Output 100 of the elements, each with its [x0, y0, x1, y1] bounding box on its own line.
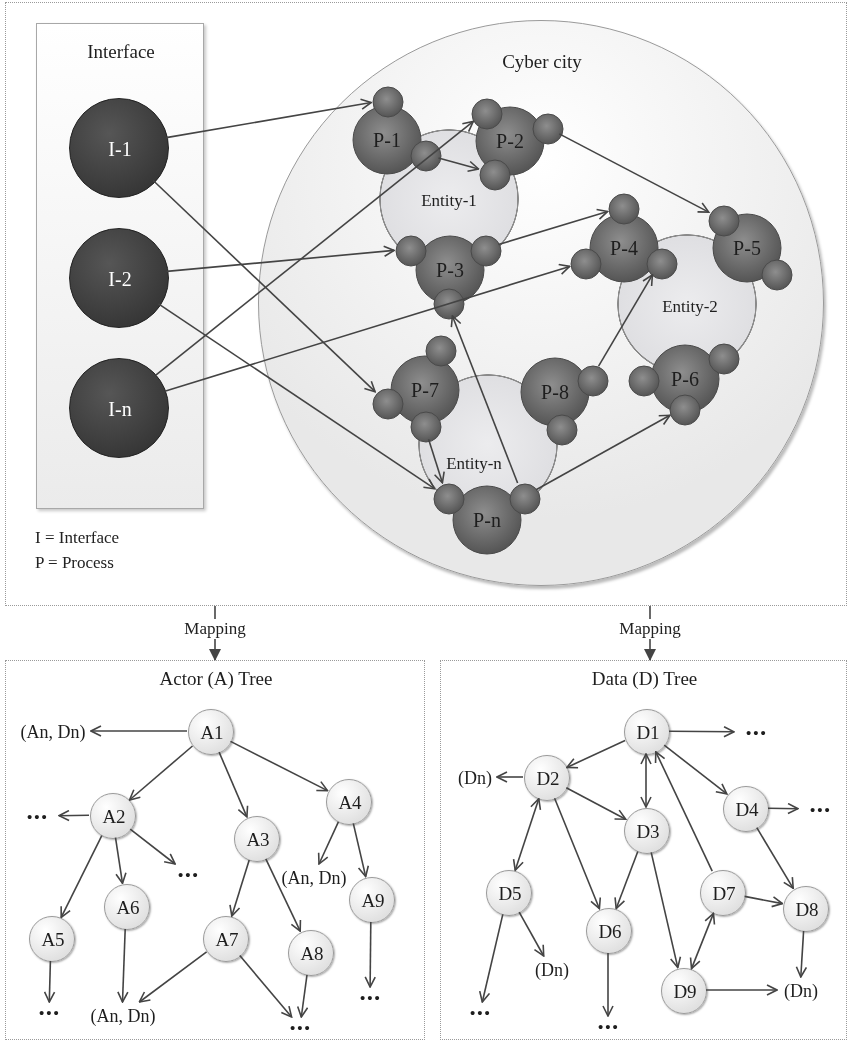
edge-label: Mapping [181, 619, 249, 639]
node-label: A7 [215, 929, 239, 951]
node-label: D1 [636, 722, 660, 744]
node-label: A4 [338, 792, 362, 814]
arrow [229, 859, 250, 917]
arrow [114, 836, 127, 885]
node-label: I-n [108, 397, 132, 421]
node-label: P-7 [411, 378, 439, 402]
tree-panel [5, 660, 425, 1040]
arrow [117, 928, 129, 1003]
arrow [155, 120, 475, 376]
ellipsis-mark: ••• [461, 1005, 501, 1021]
node-label: P-5 [733, 236, 761, 260]
arrow [239, 954, 293, 1018]
interface-panel [36, 23, 204, 509]
tree-panel [440, 660, 847, 1040]
panel-title: Actor (A) Tree [159, 668, 273, 690]
node-label: P-n [473, 508, 501, 532]
arrow [265, 858, 302, 932]
ellipsis-mark: ••• [737, 725, 777, 741]
arrow [705, 984, 778, 996]
leaf-text: (An, Dn) [86, 1005, 160, 1027]
arrow [756, 826, 794, 890]
node-label: I-1 [108, 137, 132, 161]
ellipsis-mark: ••• [281, 1020, 321, 1036]
leaf-text: (Dn) [454, 767, 496, 789]
arrow [450, 315, 519, 484]
arrow [478, 913, 504, 1003]
arrow [668, 725, 735, 738]
arrow [165, 98, 372, 139]
arrow [565, 787, 627, 820]
arrow [218, 751, 249, 818]
node-label: A1 [200, 722, 224, 744]
arrow [512, 798, 542, 871]
tree-node-circle [624, 808, 670, 854]
leaf-text: (Dn) [531, 959, 573, 981]
node-label: D9 [673, 981, 697, 1003]
node-label: D6 [598, 921, 622, 943]
arrow [518, 911, 545, 957]
arrow [689, 912, 716, 970]
legend-text: P = Process [35, 553, 114, 573]
arrow [164, 263, 571, 393]
node-label: A8 [300, 943, 324, 965]
arrow [296, 974, 309, 1018]
arrow [743, 895, 784, 908]
tree-node-circle [29, 916, 75, 962]
arrow [129, 828, 176, 865]
arrow [597, 274, 654, 367]
tree-node-circle [624, 709, 670, 755]
tree-node-circle [188, 709, 234, 755]
dotted-frame [5, 2, 847, 606]
arrow [496, 771, 524, 783]
arrow [535, 414, 671, 491]
arrow [795, 930, 808, 978]
arrow [437, 157, 480, 172]
leaf-text: (An, Dn) [16, 721, 90, 743]
arrow [138, 951, 208, 1003]
arrow [58, 809, 90, 822]
ellipsis-mark: ••• [351, 990, 391, 1006]
arrow [654, 751, 713, 872]
tree-node-circle [486, 870, 532, 916]
node-label: D5 [498, 883, 522, 905]
arrow [497, 208, 609, 246]
node-label: D3 [636, 821, 660, 843]
node-label: P-8 [541, 380, 569, 404]
tree-node-circle [700, 870, 746, 916]
tree-node-circle [586, 908, 632, 954]
arrow [317, 821, 340, 865]
arrow [90, 725, 188, 737]
leaf-text: (An, Dn) [277, 867, 351, 889]
node-label: P-2 [496, 129, 524, 153]
entity-label: Entity-n [441, 453, 507, 475]
arrow [553, 797, 602, 910]
panel-title: Data (D) Tree [591, 668, 698, 690]
node-label: D4 [735, 799, 759, 821]
tree-node-circle [326, 779, 372, 825]
ellipsis-mark: ••• [30, 1005, 70, 1021]
node-label: D7 [712, 883, 736, 905]
arrow [427, 438, 445, 484]
arrow [364, 921, 376, 988]
arrow [229, 740, 329, 792]
arrow [128, 745, 194, 801]
node-label: A3 [246, 829, 270, 851]
entity-label: Entity-2 [655, 296, 725, 318]
ellipsis-mark: ••• [589, 1019, 629, 1035]
node-label: P-3 [436, 258, 464, 282]
node-label: P-1 [373, 128, 401, 152]
legend-text: I = Interface [35, 528, 120, 548]
leaf-text: (Dn) [780, 980, 822, 1002]
node-label: D8 [795, 899, 819, 921]
tree-node-circle [104, 884, 150, 930]
entity-label: Entity-1 [414, 190, 484, 212]
ellipsis-mark: ••• [169, 867, 209, 883]
arrow [166, 245, 395, 273]
node-label: A6 [116, 897, 140, 919]
arrow [157, 303, 436, 490]
tree-node-circle [234, 816, 280, 862]
tree-node-circle [783, 886, 829, 932]
node-label: P-4 [610, 236, 638, 260]
arrow [640, 753, 652, 808]
